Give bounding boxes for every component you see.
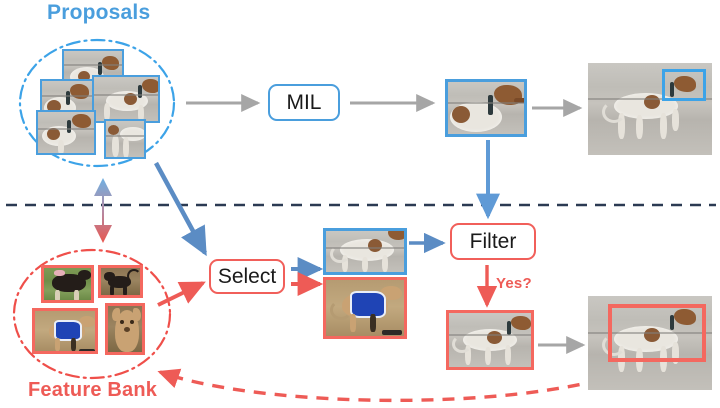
thumbnail-image: [101, 268, 140, 295]
proposals-circle: [18, 38, 176, 168]
select-blue-crop-image[interactable]: [323, 228, 407, 275]
thumbnail-image: [106, 121, 144, 157]
feature-bank-thumbnail[interactable]: [98, 265, 143, 298]
proposals-featurebank-exchange-arrow: [94, 178, 112, 243]
select-box[interactable]: Select: [209, 259, 285, 294]
thumbnail-image: [448, 82, 524, 134]
proposals-label: Proposals: [47, 1, 151, 24]
thumbnail-image: [326, 280, 404, 336]
feature-bank-circle: [12, 248, 172, 380]
detection-box-blue: [662, 69, 706, 101]
arrow-featurebank-to-select: [157, 281, 206, 307]
feature-bank-thumbnail[interactable]: [105, 303, 145, 355]
thumbnail-image: [38, 112, 94, 153]
thumbnail-image: [44, 268, 91, 300]
filter-box[interactable]: Filter: [450, 223, 536, 260]
thumbnail-image: [94, 77, 158, 121]
thumbnail-image: [449, 313, 531, 367]
feedback-arrow-to-feature-bank: [157, 368, 601, 403]
filter-box-label: Filter: [469, 230, 517, 253]
select-box-label: Select: [217, 265, 277, 288]
mil-result-full-image[interactable]: [588, 63, 712, 155]
feature-bank-thumbnail[interactable]: [32, 308, 98, 354]
feature-bank-thumbnail[interactable]: [41, 265, 94, 303]
proposal-thumbnail[interactable]: [36, 110, 96, 155]
mil-output-image[interactable]: [445, 79, 527, 137]
feature-bank-label: Feature Bank: [28, 379, 158, 401]
thumbnail-image: [326, 231, 404, 272]
thumbnail-image: [35, 311, 95, 351]
proposal-thumbnail[interactable]: [104, 119, 146, 159]
proposal-thumbnail[interactable]: [92, 75, 160, 123]
select-red-crop-image[interactable]: [323, 277, 407, 339]
thumbnail-image: [588, 63, 712, 155]
mil-box[interactable]: MIL: [268, 84, 340, 121]
arrow-proposals-to-select: [154, 161, 207, 257]
filter-output-image[interactable]: [446, 310, 534, 370]
final-result-full-image[interactable]: [588, 296, 712, 390]
yes-condition-label: Yes?: [496, 275, 532, 292]
detection-box-red: [608, 304, 706, 362]
mil-box-label: MIL: [286, 91, 322, 114]
thumbnail-image: [108, 306, 142, 352]
